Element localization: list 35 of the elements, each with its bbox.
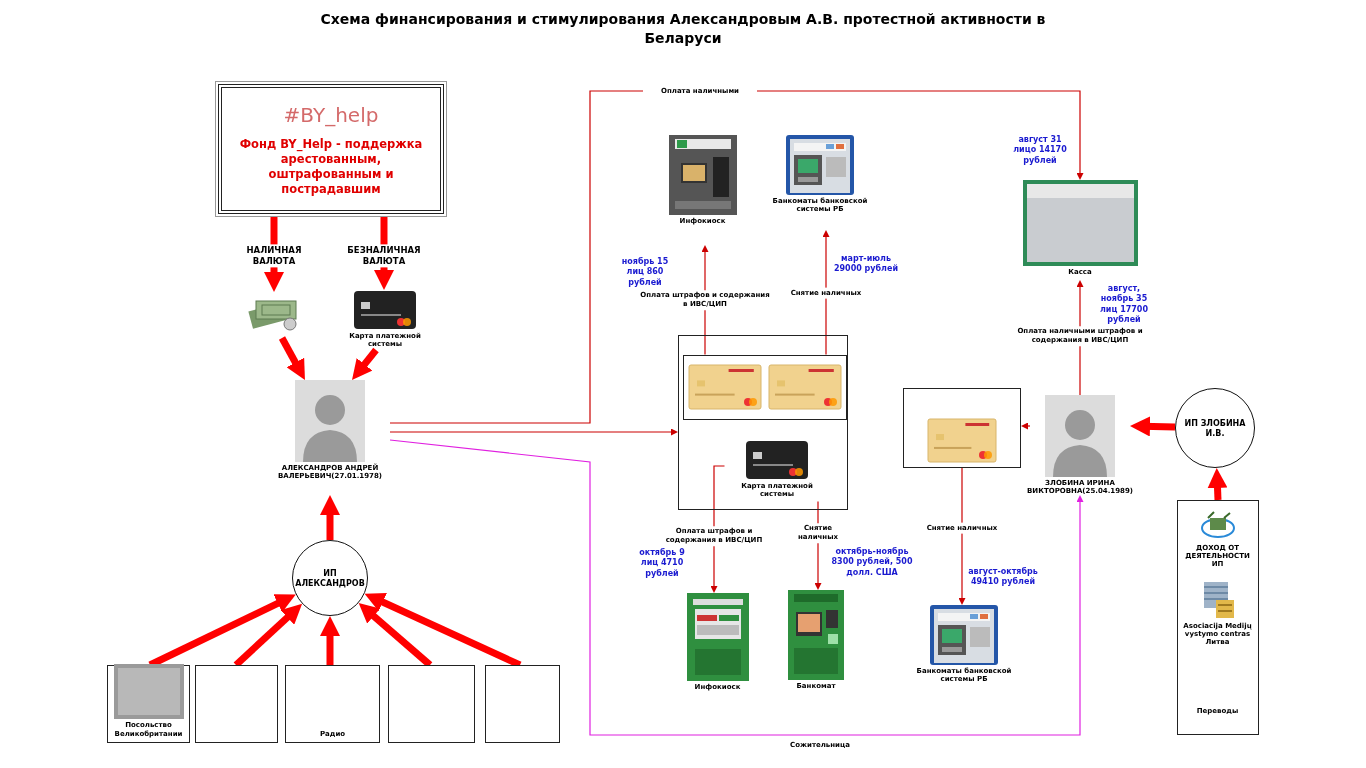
card-group-box	[678, 335, 848, 510]
income-sources-box	[1177, 500, 1259, 735]
fund-box	[218, 84, 444, 214]
hashtag-heading: #BY_help	[283, 103, 379, 128]
source-box	[485, 665, 560, 743]
amount-note: март-июль 29000 рублей	[832, 254, 899, 275]
arrow	[278, 336, 305, 381]
arrow	[320, 495, 340, 540]
arrow	[1130, 416, 1176, 437]
amount-note: август-октябрь 49410 рублей	[967, 567, 1039, 588]
source-box	[195, 665, 278, 743]
arrow	[958, 467, 966, 605]
card-group-box	[682, 354, 847, 420]
source-box	[388, 665, 475, 743]
arrow	[822, 230, 830, 356]
amount-note: ноябрь 15 лиц 860 рублей	[620, 257, 670, 289]
entity-circle	[292, 540, 368, 616]
fund-description: Фонд BY_Help - поддержка арестованным, оштрафованным и пострадавшим	[238, 137, 424, 197]
arrow	[389, 428, 678, 436]
amount-note: октябрь 9 лиц 4710 рублей	[638, 548, 686, 580]
amount-note: август, ноябрь 35 лиц 17700 рублей	[1099, 284, 1149, 326]
circle-label: ИП ЗЛОБИНА И.В.	[1183, 419, 1247, 439]
arrow	[389, 439, 1084, 736]
card-box	[903, 388, 1021, 468]
arrow	[389, 90, 1084, 424]
arrow	[1021, 422, 1031, 430]
arrow	[352, 347, 379, 380]
arrow	[320, 616, 340, 665]
source-box	[107, 665, 190, 743]
diagram-title: Схема финансирования и стимулирования Александровым А.В. протестной активности в Беларуси	[319, 10, 1047, 48]
amount-note: октябрь-ноябрь 8300 рублей, 500 долл. США	[830, 547, 914, 579]
arrow	[1207, 468, 1228, 501]
circle-label: ИП АЛЕКСАНДРОВ	[294, 569, 366, 589]
amount-note: август 31 лицо 14170 рублей	[1012, 135, 1068, 167]
source-box	[285, 665, 380, 743]
